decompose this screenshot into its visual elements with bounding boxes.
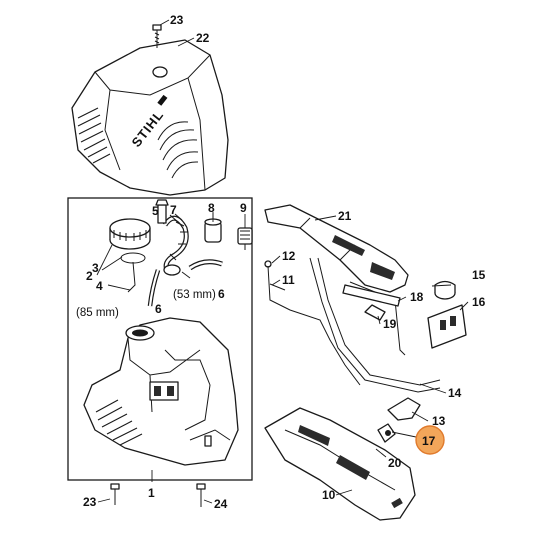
handle-housing-upper (264, 204, 409, 293)
trigger-spring-17 (377, 423, 396, 443)
label-23-top: 23 (170, 13, 184, 27)
slide-bar (342, 284, 401, 307)
label-23-bottom: 23 (83, 495, 97, 509)
label-14: 14 (448, 386, 462, 400)
fuel-line-long (147, 269, 161, 307)
highlight-marker (415, 425, 445, 455)
label-17: 17 (422, 434, 436, 448)
dim-85mm: (85 mm) (76, 307, 119, 319)
fuel-cap (109, 218, 151, 250)
label-1: 1 (148, 486, 155, 500)
label-3: 3 (92, 261, 99, 275)
part-labels: 23 22 21 9 7 8 5 2 3 4 (85 mm) (53 mm) 6… (76, 13, 486, 511)
label-13: 13 (432, 414, 446, 428)
handle-housing-lower (264, 407, 416, 521)
stop-switch (264, 260, 361, 386)
bracket-16 (427, 304, 467, 349)
clip-19 (364, 304, 386, 321)
label-9: 9 (240, 201, 247, 215)
label-7: 7 (170, 203, 177, 217)
label-6-upper: 6 (155, 302, 162, 316)
leader-lines (96, 19, 469, 496)
label-12: 12 (282, 249, 296, 263)
engine-shroud: STIHL (71, 39, 229, 196)
label-16: 16 (472, 295, 486, 309)
label-18: 18 (410, 290, 424, 304)
screw-23-top (152, 24, 162, 48)
label-19: 19 (383, 317, 397, 331)
label-5: 5 (152, 204, 159, 218)
tank-housing (83, 317, 239, 466)
intake-filter (237, 227, 253, 250)
fuel-line-short (163, 259, 223, 276)
fuel-hose-assembly (162, 214, 189, 274)
label-10: 10 (322, 488, 336, 502)
label-2: 2 (86, 269, 93, 283)
cap-15 (434, 280, 456, 300)
assembly-frame (67, 197, 253, 481)
seal-ring (120, 252, 146, 264)
label-20: 20 (388, 456, 402, 470)
dim-53mm: (53 mm) (173, 289, 216, 301)
label-24: 24 (214, 497, 228, 511)
label-22: 22 (196, 31, 210, 45)
label-8: 8 (208, 201, 215, 215)
label-11: 11 (282, 273, 295, 287)
label-21: 21 (338, 209, 352, 223)
retaining-strap (127, 261, 136, 293)
label-15: 15 (472, 268, 486, 282)
label-4: 4 (96, 279, 103, 293)
trigger-13 (387, 397, 421, 421)
label-6-lower: 6 (218, 287, 225, 301)
screw-23-bottom (110, 483, 120, 505)
screw-24 (196, 483, 206, 507)
tank-vent (155, 199, 169, 224)
